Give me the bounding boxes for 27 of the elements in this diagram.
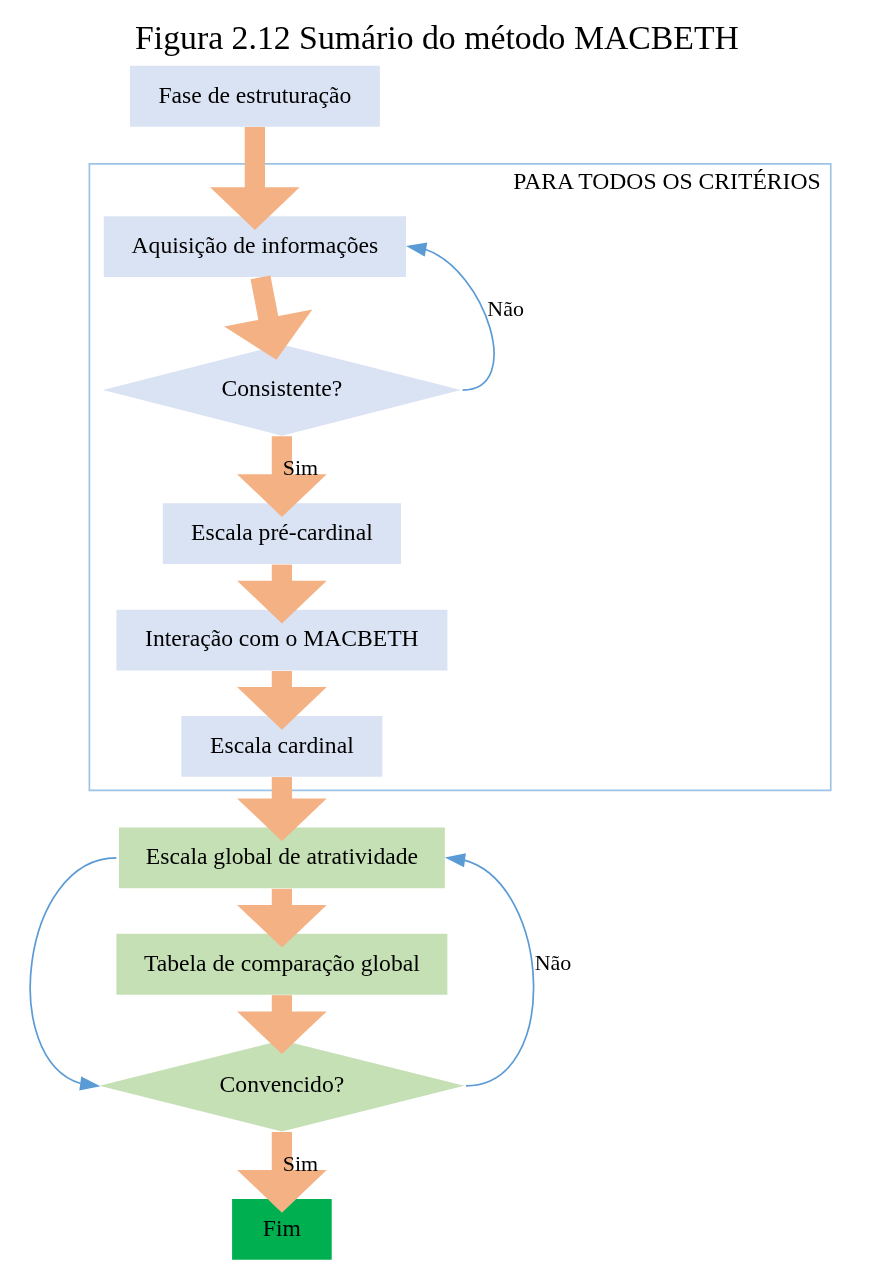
- arrow: [237, 888, 327, 948]
- node-box: Interação com o MACBETH: [116, 609, 448, 671]
- diagram-title: Figura 2.12 Sumário do método MACBETH: [134, 18, 739, 56]
- edge-label: Não: [534, 950, 572, 976]
- edge-label: Sim: [282, 455, 319, 481]
- node-box: Aquisição de informações: [103, 216, 406, 277]
- arrow: [29, 857, 118, 1091]
- node-box: Fase de estruturação: [129, 65, 380, 127]
- arrow: [210, 127, 300, 230]
- node-box: Escala global de atratividade: [118, 827, 445, 889]
- node-box: Escala pré-cardinal: [162, 503, 401, 565]
- edge-label: Sim: [282, 1150, 319, 1176]
- arrow: [237, 777, 327, 842]
- arrow: [237, 670, 327, 730]
- arrow: [237, 436, 327, 517]
- arrow: [237, 564, 327, 624]
- edge-label: Não: [487, 296, 524, 322]
- node-box: Escala cardinal: [181, 716, 383, 777]
- node-box: Tabela de comparação global: [116, 933, 448, 995]
- arrow: [406, 242, 495, 391]
- arrow: [237, 995, 327, 1055]
- arrow: [237, 1131, 327, 1213]
- node-diamond: Convencido?: [99, 1040, 465, 1132]
- arrow: [224, 275, 313, 360]
- node-diamond: Consistente?: [102, 344, 461, 436]
- node-box: Fim: [232, 1199, 332, 1260]
- arrow: [444, 853, 535, 1087]
